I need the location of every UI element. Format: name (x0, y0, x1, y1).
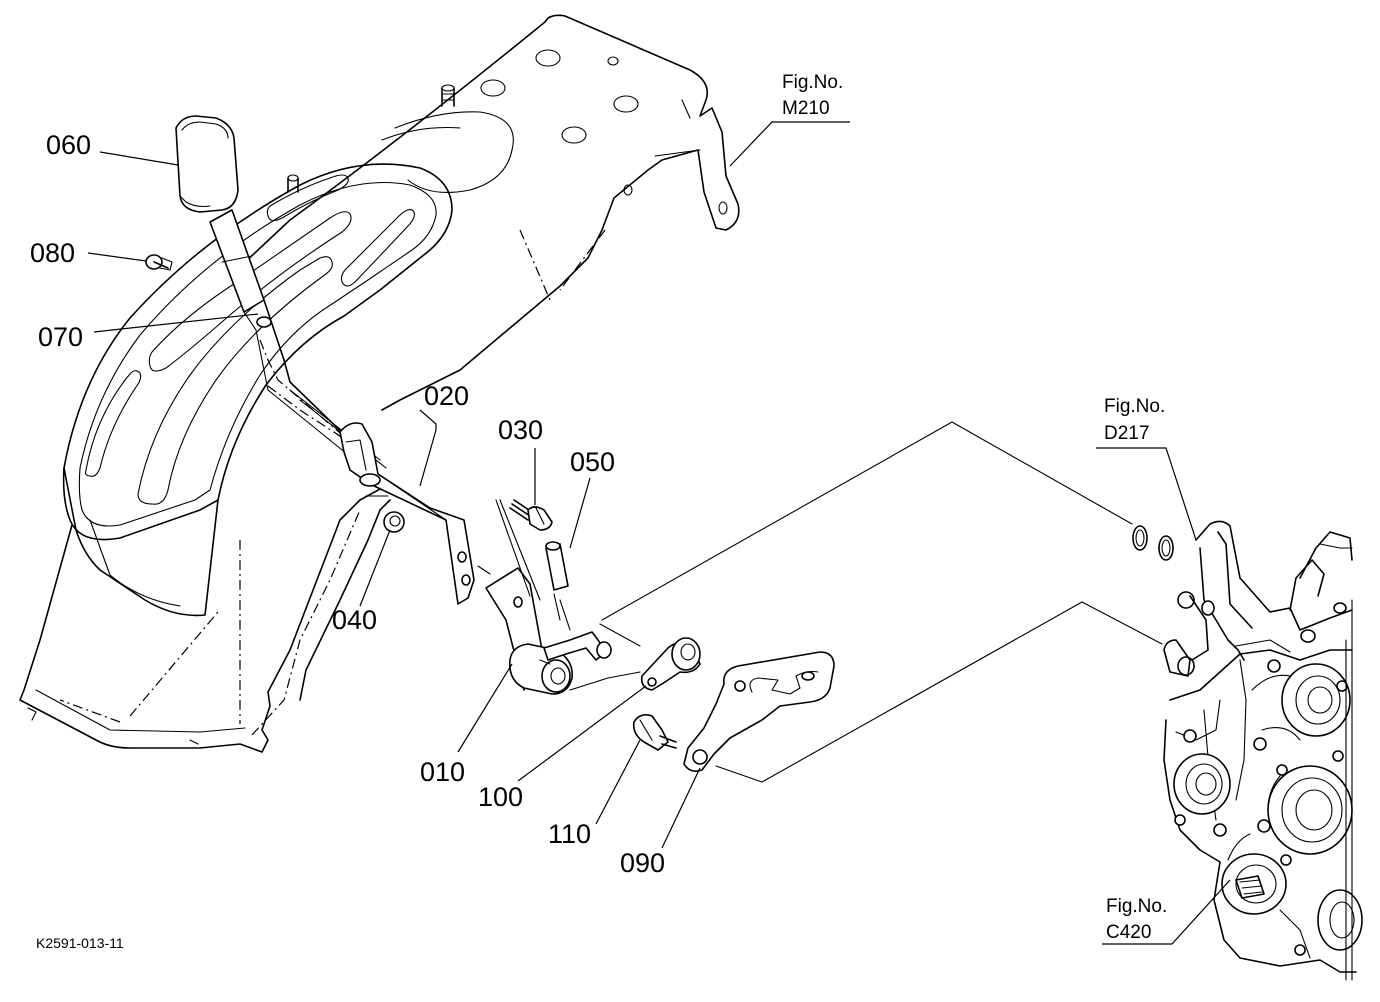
ref-m210-line2: M210 (782, 98, 830, 119)
assembly-lines (365, 421, 1163, 783)
ref-m210-line1: Fig.No. (782, 72, 843, 93)
label-050: 050 (570, 447, 615, 477)
bracket-020 (339, 422, 475, 605)
label-030: 030 (498, 415, 543, 445)
knob-060 (175, 115, 239, 213)
label-110: 110 (548, 819, 591, 849)
fender-housing (19, 14, 740, 753)
leader-lines (87, 121, 1231, 945)
link-100 (640, 637, 701, 691)
ref-d217-line1: Fig.No. (1104, 396, 1165, 417)
plate-090 (683, 651, 835, 772)
label-040: 040 (332, 605, 377, 635)
label-070: 070 (38, 322, 83, 352)
bolt-030 (509, 499, 553, 531)
ref-d217-line2: D217 (1104, 423, 1149, 444)
label-010: 010 (420, 757, 465, 787)
shaft-lever-010 (485, 499, 612, 695)
part-labels: 060 080 070 020 030 050 040 010 100 110 … (30, 130, 665, 878)
ref-c420-line1: Fig.No. (1106, 896, 1167, 917)
label-080: 080 (30, 238, 75, 268)
label-060: 060 (46, 130, 91, 160)
drawing-code: K2591-013-11 (36, 935, 124, 951)
pin-050 (545, 541, 569, 591)
bolt-110 (632, 714, 677, 751)
figure-references: Fig.No. M210 Fig.No. D217 Fig.No. C420 (782, 72, 1167, 943)
label-020: 020 (424, 381, 469, 411)
bushing-040 (383, 511, 405, 533)
label-090: 090 (620, 848, 665, 878)
lever-070 (209, 209, 359, 459)
label-100: 100 (478, 782, 523, 812)
bolt-080 (145, 254, 173, 271)
ref-c420-line2: C420 (1106, 922, 1151, 943)
transmission-housing (1132, 520, 1363, 981)
